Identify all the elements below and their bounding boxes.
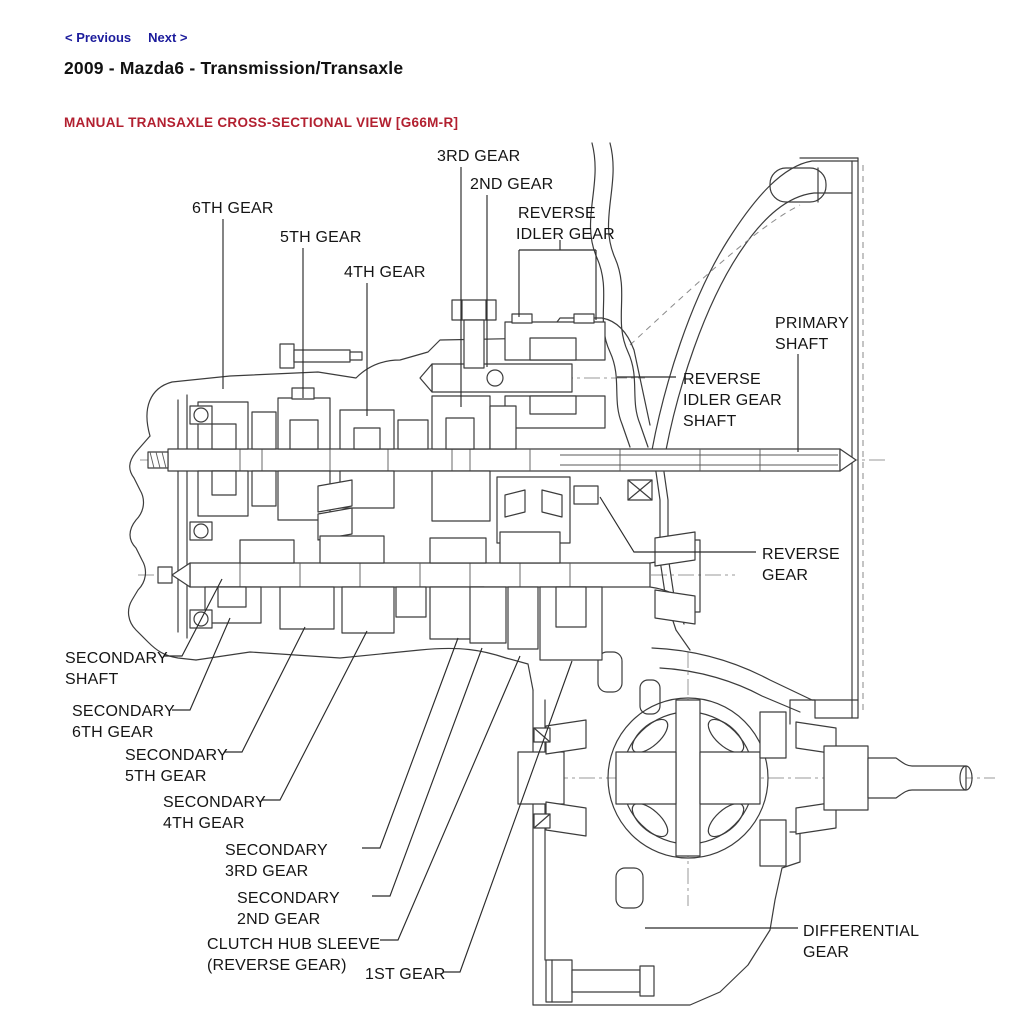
leader-lines: [164, 167, 799, 973]
svg-text:PRIMARY: PRIMARY: [775, 315, 849, 332]
label-6th-gear: 6TH GEAR: [192, 200, 274, 217]
svg-text:CLUTCH HUB SLEEVE: CLUTCH HUB SLEEVE: [207, 936, 380, 953]
label-1st-gear: 1ST GEAR: [365, 966, 445, 983]
diff-seal-icons: [533, 727, 551, 829]
secondary-gear-train: [204, 531, 696, 661]
previous-link[interactable]: < Previous: [65, 30, 132, 45]
diagram-labels: 3RD GEAR 2ND GEAR 6TH GEAR 5TH GEAR 4TH …: [65, 148, 919, 983]
label-4th-gear: 4TH GEAR: [344, 264, 426, 281]
next-link[interactable]: Next >: [148, 30, 188, 45]
ball-bearing-icon: [627, 479, 653, 501]
page-title: 2009 - Mazda6 - Transmission/Transaxle: [64, 58, 404, 78]
label-secondary-5th-gear: SECONDARY 5TH GEAR: [125, 747, 228, 785]
label-reverse-idler-gear-shaft: REVERSE IDLER GEAR SHAFT: [683, 371, 782, 430]
output-shaft: [867, 757, 967, 799]
svg-text:2ND GEAR: 2ND GEAR: [237, 911, 320, 928]
svg-text:REVERSE: REVERSE: [518, 205, 596, 222]
label-secondary-4th-gear: SECONDARY 4TH GEAR: [163, 794, 266, 832]
svg-text:DIFFERENTIAL: DIFFERENTIAL: [803, 923, 919, 940]
svg-text:3RD GEAR: 3RD GEAR: [225, 863, 308, 880]
svg-text:SECONDARY: SECONDARY: [225, 842, 328, 859]
svg-text:GEAR: GEAR: [762, 567, 808, 584]
svg-text:GEAR: GEAR: [803, 944, 849, 961]
svg-text:SHAFT: SHAFT: [65, 671, 118, 688]
label-secondary-3rd-gear: SECONDARY 3RD GEAR: [225, 842, 328, 880]
svg-text:SECONDARY: SECONDARY: [72, 703, 175, 720]
section-heading: MANUAL TRANSAXLE CROSS-SECTIONAL VIEW [G…: [64, 115, 459, 130]
svg-text:REVERSE: REVERSE: [762, 546, 840, 563]
svg-text:(REVERSE GEAR): (REVERSE GEAR): [207, 957, 347, 974]
label-secondary-shaft: SECONDARY SHAFT: [65, 650, 168, 688]
svg-text:SECONDARY: SECONDARY: [163, 794, 266, 811]
label-differential-gear: DIFFERENTIAL GEAR: [803, 923, 919, 961]
label-reverse-gear: REVERSE GEAR: [762, 546, 840, 584]
svg-text:IDLER GEAR: IDLER GEAR: [683, 392, 782, 409]
primary-gear-train-lower: [197, 470, 653, 544]
label-secondary-6th-gear: SECONDARY 6TH GEAR: [72, 703, 175, 741]
label-primary-shaft: PRIMARY SHAFT: [775, 315, 849, 353]
differential-assembly: [517, 697, 973, 867]
label-reverse-idler-gear: REVERSE IDLER GEAR: [516, 205, 615, 243]
svg-text:SECONDARY: SECONDARY: [237, 890, 340, 907]
pager-nav: < Previous Next >: [65, 30, 188, 45]
drain-bolt: [545, 959, 655, 1003]
label-3rd-gear: 3RD GEAR: [437, 148, 520, 165]
secondary-shaft: [157, 539, 701, 613]
primary-gear-train-upper: [197, 387, 517, 450]
svg-text:SHAFT: SHAFT: [775, 336, 828, 353]
label-clutch-hub-sleeve: CLUTCH HUB SLEEVE (REVERSE GEAR): [207, 936, 380, 974]
svg-text:REVERSE: REVERSE: [683, 371, 761, 388]
primary-shaft: [147, 448, 857, 472]
svg-text:6TH GEAR: 6TH GEAR: [72, 724, 154, 741]
svg-text:SHAFT: SHAFT: [683, 413, 736, 430]
case-bolts: [279, 299, 497, 369]
label-2nd-gear: 2ND GEAR: [470, 176, 553, 193]
svg-text:5TH GEAR: 5TH GEAR: [125, 768, 207, 785]
label-secondary-2nd-gear: SECONDARY 2ND GEAR: [237, 890, 340, 928]
reverse-idler-assembly: [419, 313, 606, 429]
svg-text:4TH GEAR: 4TH GEAR: [163, 815, 245, 832]
svg-text:SECONDARY: SECONDARY: [125, 747, 228, 764]
svg-text:SECONDARY: SECONDARY: [65, 650, 168, 667]
svg-text:IDLER GEAR: IDLER GEAR: [516, 226, 615, 243]
left-wall-bearings: [189, 405, 213, 629]
label-5th-gear: 5TH GEAR: [280, 229, 362, 246]
